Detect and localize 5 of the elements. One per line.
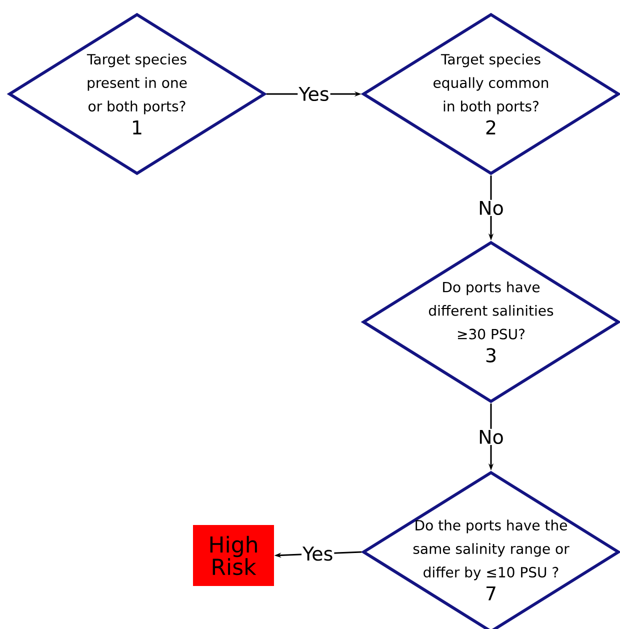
outcome-box: High Risk — [193, 525, 274, 586]
edge-label: No — [477, 200, 505, 216]
edge-label: Yes — [298, 86, 330, 102]
edge-label: No — [477, 428, 505, 446]
edge-label: Yes — [302, 546, 334, 562]
